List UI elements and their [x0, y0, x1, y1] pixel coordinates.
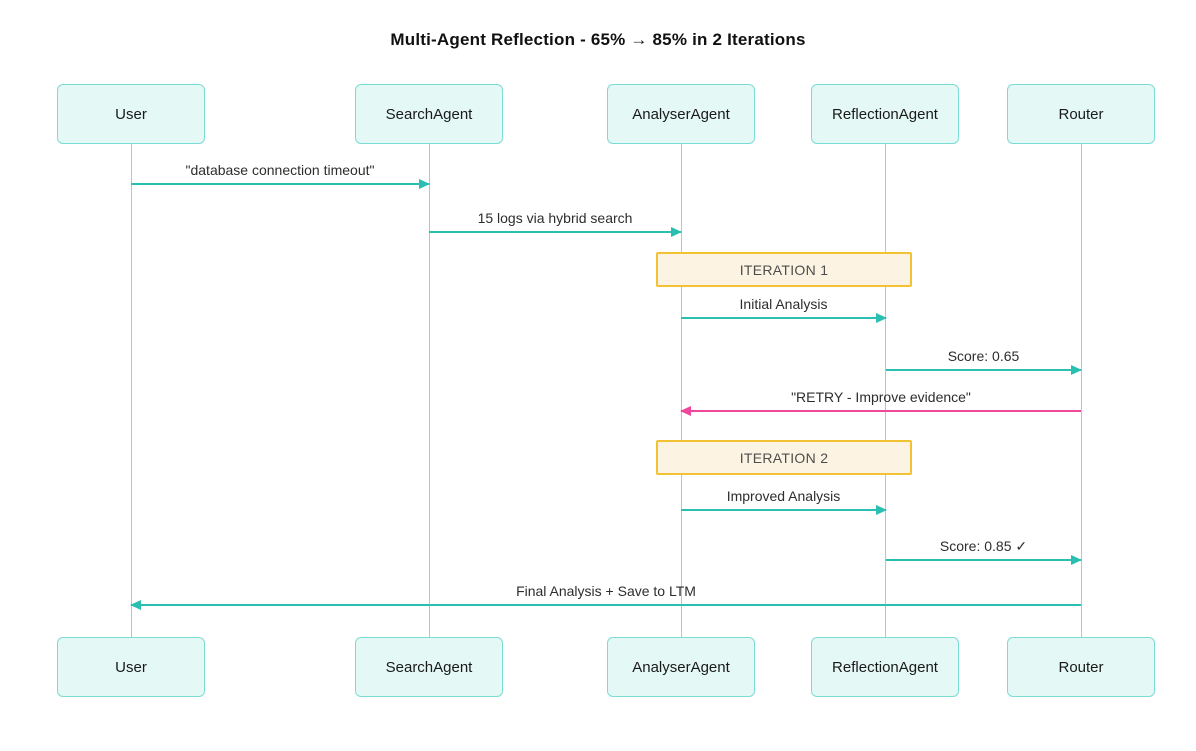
- actor-label: SearchAgent: [385, 658, 473, 676]
- message-15-logs-via-hybrid-search: 15 logs via hybrid search: [429, 209, 682, 237]
- actor-label: ReflectionAgent: [832, 105, 938, 123]
- message-label: Improved Analysis: [726, 488, 841, 504]
- actor-label: SearchAgent: [385, 105, 473, 123]
- actor-label: Router: [1058, 105, 1104, 123]
- actor-box-reflectionagent-top: ReflectionAgent: [811, 84, 959, 144]
- arrow-left-icon: [680, 406, 1081, 416]
- actor-box-analyseragent-bottom: AnalyserAgent: [607, 637, 755, 697]
- lifeline-analyseragent: [681, 144, 682, 637]
- message-label: 15 logs via hybrid search: [477, 210, 633, 226]
- message-label: "database connection timeout": [185, 162, 375, 178]
- actor-label: User: [115, 658, 147, 676]
- actor-box-user-bottom: User: [57, 637, 205, 697]
- lifeline-searchagent: [429, 144, 430, 637]
- actor-label: Router: [1058, 658, 1104, 676]
- arrow-right-icon: [131, 179, 430, 189]
- note-iteration-1: ITERATION 1: [656, 252, 912, 287]
- message-score-065: Score: 0.65: [886, 347, 1082, 375]
- actor-label: ReflectionAgent: [832, 658, 938, 676]
- actor-box-reflectionagent-bottom: ReflectionAgent: [811, 637, 959, 697]
- actor-box-router-bottom: Router: [1007, 637, 1155, 697]
- lifeline-reflectionagent: [885, 144, 886, 637]
- actor-box-router-top: Router: [1007, 84, 1155, 144]
- arrow-right-icon: [681, 313, 887, 323]
- actor-box-searchagent-bottom: SearchAgent: [355, 637, 503, 697]
- message-initial-analysis: Initial Analysis: [681, 295, 887, 323]
- message-retry-improve-evidence: "RETRY - Improve evidence": [680, 388, 1081, 416]
- arrow-right-icon: [681, 505, 887, 515]
- actor-box-searchagent-top: SearchAgent: [355, 84, 503, 144]
- diagram-title: Multi-Agent Reflection - 65% → 85% in 2 …: [390, 30, 806, 49]
- actor-box-user-top: User: [57, 84, 205, 144]
- note-label: ITERATION 2: [739, 449, 829, 466]
- message-improved-analysis: Improved Analysis: [681, 487, 887, 515]
- message-database-connection-timeout: "database connection timeout": [131, 161, 430, 189]
- message-label: Score: 0.65: [947, 348, 1020, 364]
- actor-label: AnalyserAgent: [632, 105, 730, 123]
- arrow-right-icon: [886, 555, 1082, 565]
- arrow-left-icon: [130, 600, 1081, 610]
- lifeline-router: [1081, 144, 1082, 637]
- message-label: Score: 0.85 ✓: [939, 538, 1028, 554]
- message-label: Final Analysis + Save to LTM: [516, 583, 696, 599]
- message-score-085: Score: 0.85 ✓: [886, 537, 1082, 565]
- arrow-right-icon: [886, 365, 1082, 375]
- note-label: ITERATION 1: [739, 261, 829, 278]
- message-final-analysis-save-to-ltm: Final Analysis + Save to LTM: [130, 582, 1081, 610]
- message-label: "RETRY - Improve evidence": [791, 389, 971, 405]
- actor-label: User: [115, 105, 147, 123]
- actor-label: AnalyserAgent: [632, 658, 730, 676]
- lifeline-user: [131, 144, 132, 637]
- arrow-right-icon: [429, 227, 682, 237]
- message-label: Initial Analysis: [739, 296, 828, 312]
- actor-box-analyseragent-top: AnalyserAgent: [607, 84, 755, 144]
- note-iteration-2: ITERATION 2: [656, 440, 912, 475]
